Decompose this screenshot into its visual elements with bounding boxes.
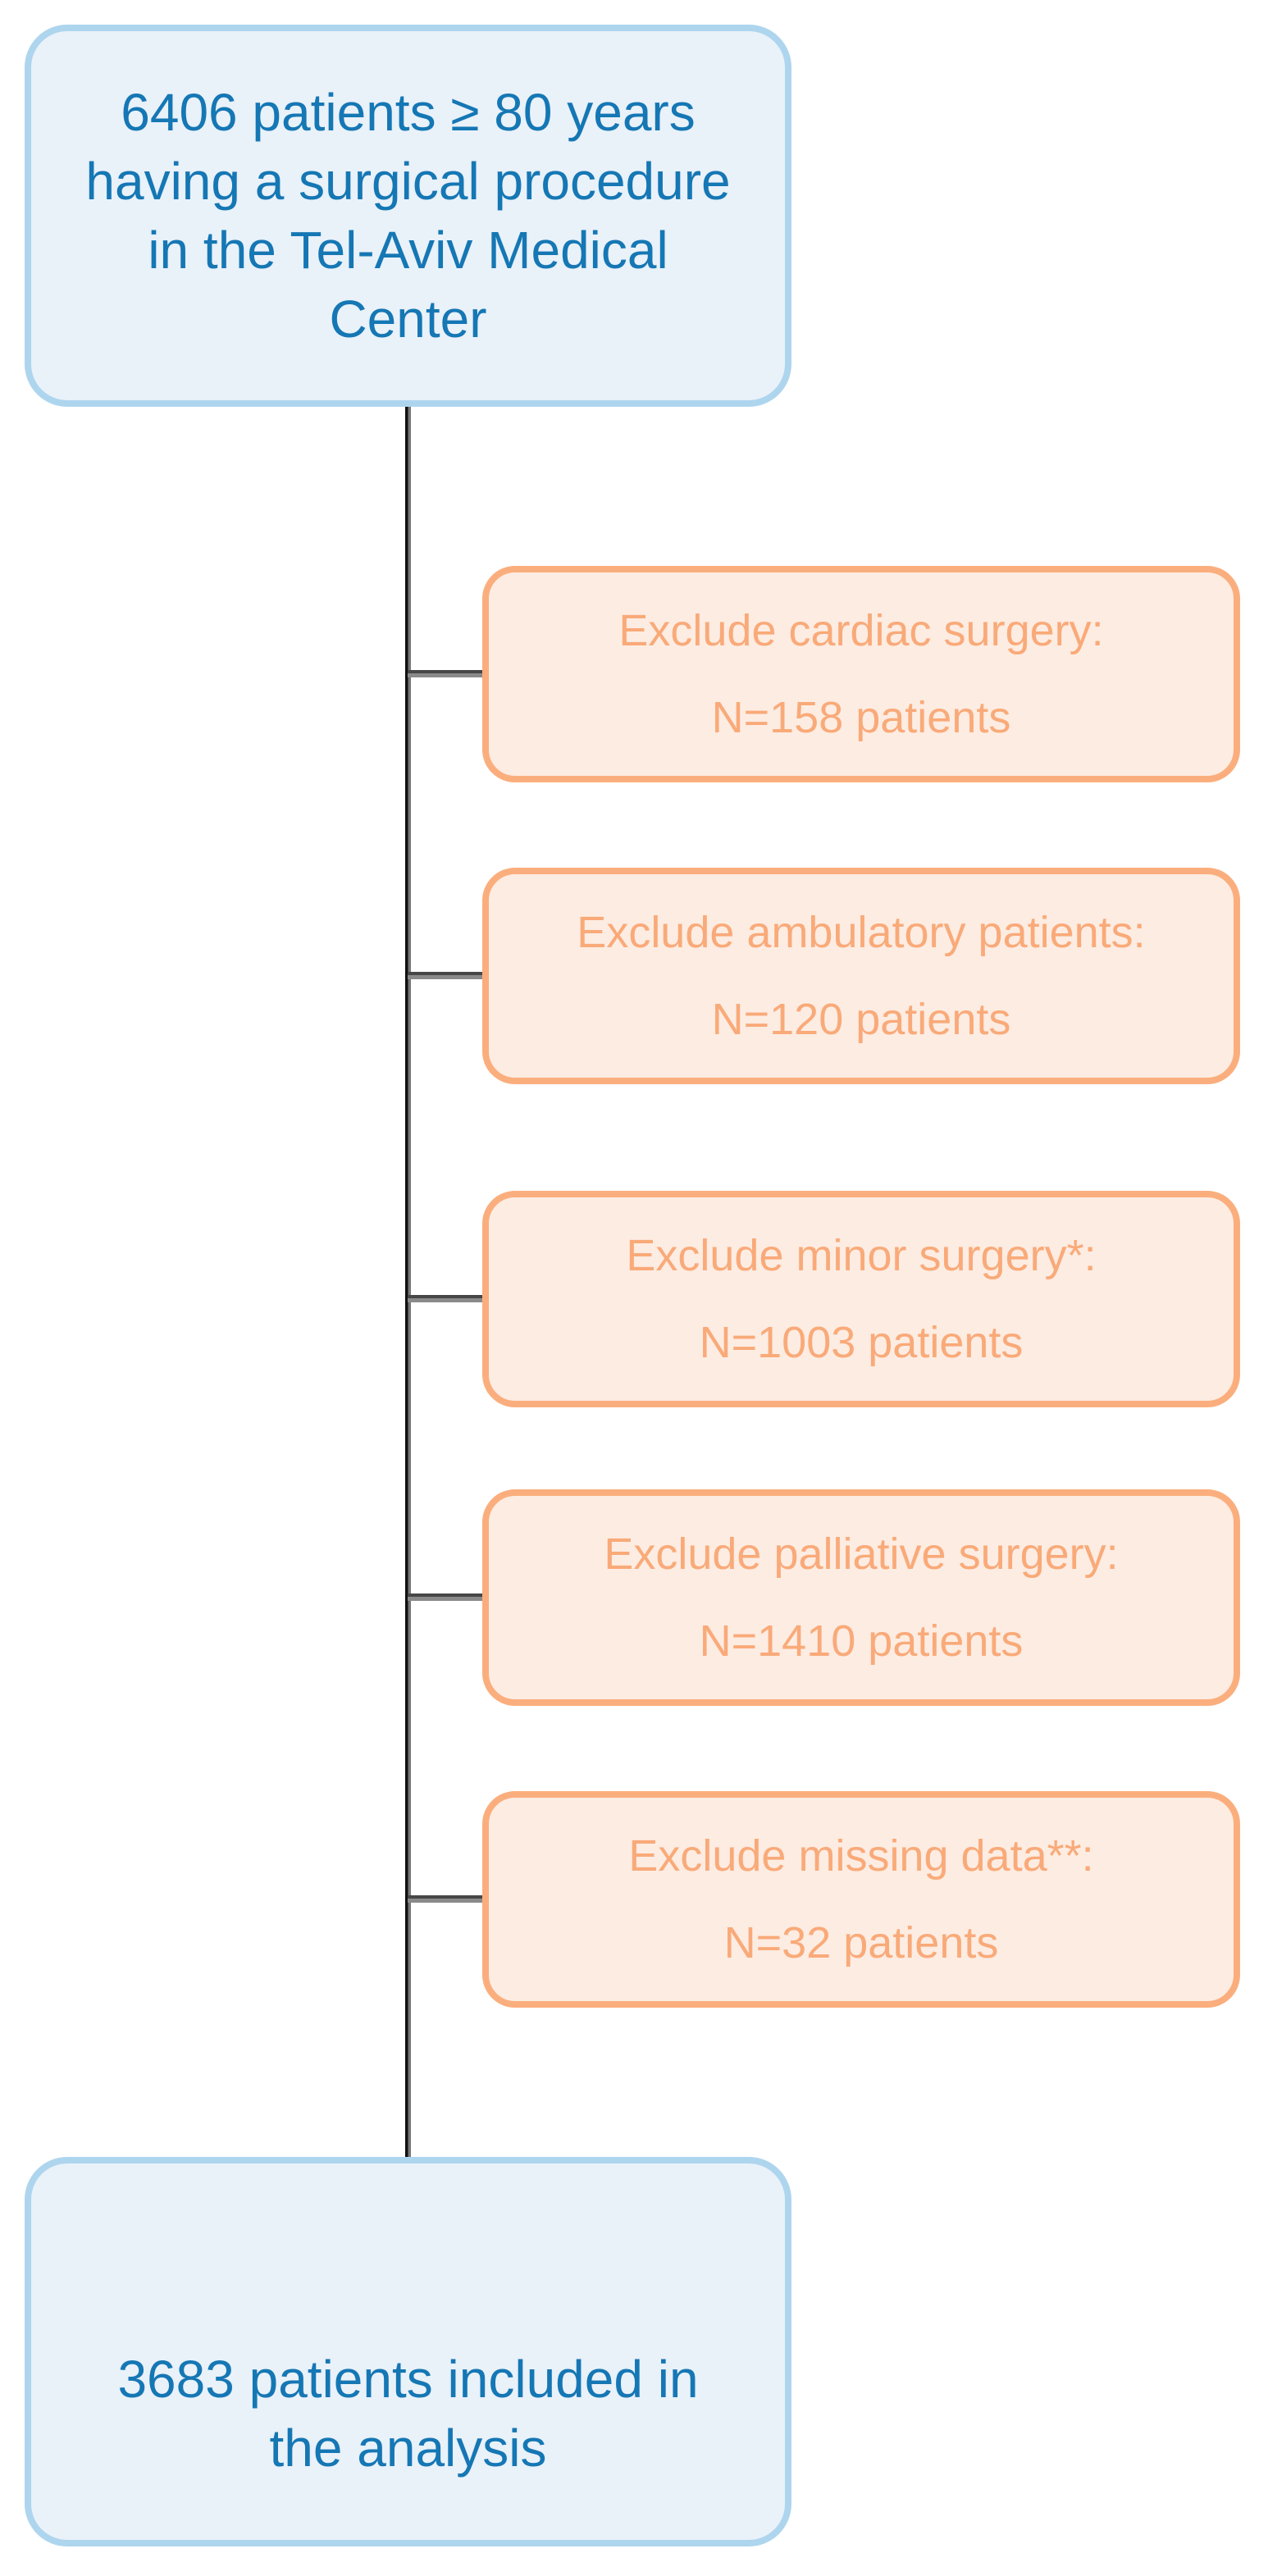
initial-cohort-text-line: in the Tel-Aviv Medical — [148, 221, 668, 280]
connector-vertical-line — [405, 407, 411, 2159]
initial-cohort-text-line: Center — [329, 290, 487, 349]
connector-branch-ambulatory — [408, 972, 484, 979]
connector-branch-palliative — [408, 1593, 484, 1601]
exclusion-box-cardiac-surgery: Exclude cardiac surgery: N=158 patients — [482, 566, 1240, 782]
connector-branch-minor — [408, 1295, 484, 1302]
exclusion-reason: Exclude ambulatory patients: — [577, 908, 1146, 957]
exclusion-box-missing-data: Exclude missing data**: N=32 patients — [482, 1791, 1240, 2008]
connector-branch-missing-data — [408, 1895, 484, 1903]
initial-cohort-text-line: having a surgical procedure — [85, 152, 731, 211]
exclusion-count: N=1003 patients — [699, 1318, 1024, 1367]
exclusion-count: N=1410 patients — [699, 1616, 1024, 1666]
exclusion-box-palliative-surgery: Exclude palliative surgery: N=1410 patie… — [482, 1489, 1240, 1706]
exclusion-reason: Exclude minor surgery*: — [626, 1231, 1097, 1280]
final-analysis-box: 3683 patients included in the analysis — [25, 2157, 791, 2546]
exclusion-reason: Exclude missing data**: — [628, 1831, 1094, 1881]
exclusion-box-minor-surgery: Exclude minor surgery*: N=1003 patients — [482, 1191, 1240, 1407]
connector-branch-cardiac — [408, 670, 484, 677]
exclusion-reason: Exclude palliative surgery: — [604, 1530, 1119, 1579]
exclusion-count: N=120 patients — [711, 995, 1011, 1044]
initial-cohort-box: 6406 patients ≥ 80 years having a surgic… — [25, 25, 791, 407]
exclusion-count: N=158 patients — [711, 693, 1011, 742]
exclusion-box-ambulatory-patients: Exclude ambulatory patients: N=120 patie… — [482, 868, 1240, 1084]
final-analysis-text-line: 3683 patients included in — [117, 2349, 699, 2409]
exclusion-reason: Exclude cardiac surgery: — [618, 606, 1104, 655]
exclusion-count: N=32 patients — [723, 1918, 999, 1967]
initial-cohort-text-line: 6406 patients ≥ 80 years — [121, 83, 696, 142]
final-analysis-text-line: the analysis — [269, 2418, 547, 2478]
